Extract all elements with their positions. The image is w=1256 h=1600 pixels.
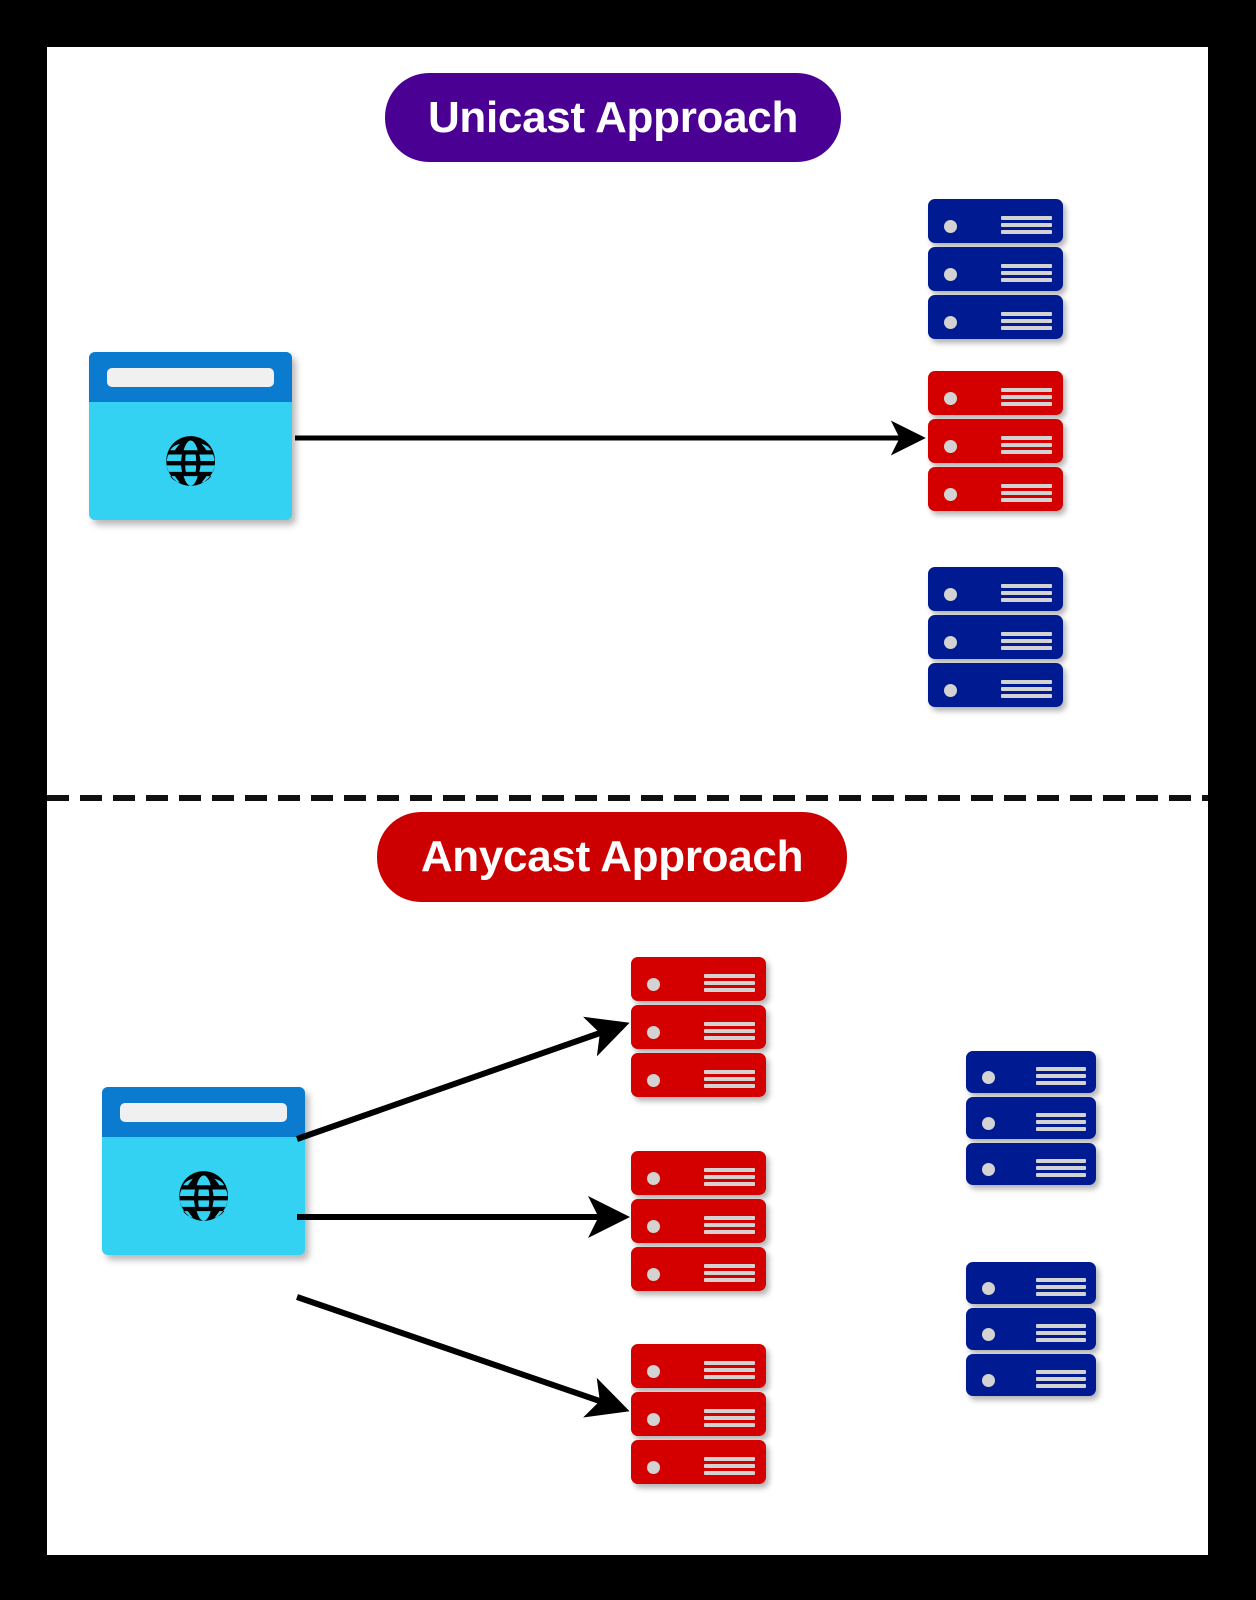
server-vent-icon <box>1000 388 1053 407</box>
section-divider <box>47 795 1208 801</box>
server-vent-icon <box>1036 1112 1086 1131</box>
server-status-led-icon <box>944 268 958 282</box>
server-status-led-icon <box>647 1461 661 1475</box>
server-status-led-icon <box>944 392 958 406</box>
server-unit <box>631 1344 766 1388</box>
server-status-led-icon <box>647 1413 661 1427</box>
server-status-led-icon <box>944 488 958 502</box>
server-unit <box>631 1151 766 1195</box>
server-rack-red-1 <box>631 957 766 1097</box>
server-vent-icon <box>703 1070 756 1089</box>
server-vent-icon <box>703 1022 756 1041</box>
globe-icon <box>166 436 215 487</box>
globe-icon <box>179 1171 228 1222</box>
arrow-anycast-to-red-rack-3 <box>296 1294 630 1418</box>
server-vent-icon <box>1000 216 1053 235</box>
unicast-approach-badge: Unicast Approach <box>385 73 841 162</box>
browser-titlebar <box>89 352 292 403</box>
server-unit <box>631 1392 766 1436</box>
server-vent-icon <box>703 1168 756 1187</box>
server-rack-navy-2 <box>966 1262 1096 1396</box>
server-vent-icon <box>1036 1158 1086 1177</box>
server-unit <box>928 247 1063 291</box>
server-vent-icon <box>1000 680 1053 699</box>
server-status-led-icon <box>647 1026 661 1040</box>
server-vent-icon <box>703 1457 756 1476</box>
server-vent-icon <box>703 1361 756 1380</box>
server-vent-icon <box>1000 584 1053 603</box>
server-unit <box>966 1308 1096 1350</box>
server-status-led-icon <box>981 1373 995 1387</box>
server-unit <box>928 615 1063 659</box>
server-status-led-icon <box>647 1220 661 1234</box>
server-vent-icon <box>1000 264 1053 283</box>
server-unit <box>631 1247 766 1291</box>
server-unit <box>631 957 766 1001</box>
server-rack-navy-bottom <box>928 567 1063 707</box>
server-vent-icon <box>1000 436 1053 455</box>
server-vent-icon <box>1000 632 1053 651</box>
server-vent-icon <box>703 1409 756 1428</box>
server-status-led-icon <box>647 978 661 992</box>
server-unit <box>966 1262 1096 1304</box>
server-status-led-icon <box>944 316 958 330</box>
server-status-led-icon <box>981 1327 995 1341</box>
server-status-led-icon <box>981 1116 995 1130</box>
diagram-canvas: Unicast Approach <box>47 47 1208 1555</box>
server-unit <box>928 419 1063 463</box>
server-rack-navy-top <box>928 199 1063 339</box>
server-rack-red-3 <box>631 1344 766 1484</box>
server-rack-navy-1 <box>966 1051 1096 1185</box>
browser-titlebar <box>102 1087 305 1138</box>
browser-window[interactable] <box>102 1087 305 1255</box>
server-unit <box>966 1143 1096 1185</box>
browser-url-bar[interactable] <box>120 1102 287 1122</box>
server-status-led-icon <box>981 1070 995 1084</box>
arrow-anycast-to-red-rack-1 <box>296 1016 630 1142</box>
server-vent-icon <box>1036 1277 1086 1296</box>
server-unit <box>631 1440 766 1484</box>
server-status-led-icon <box>944 636 958 650</box>
server-unit <box>966 1097 1096 1139</box>
server-status-led-icon <box>981 1281 995 1295</box>
server-status-led-icon <box>647 1365 661 1379</box>
server-unit <box>966 1354 1096 1396</box>
server-status-led-icon <box>647 1074 661 1088</box>
server-unit <box>928 295 1063 339</box>
browser-window[interactable] <box>89 352 292 520</box>
server-status-led-icon <box>944 440 958 454</box>
server-vent-icon <box>703 1264 756 1283</box>
server-unit <box>631 1005 766 1049</box>
browser-viewport <box>102 1137 305 1255</box>
server-unit <box>928 567 1063 611</box>
server-status-led-icon <box>944 684 958 698</box>
server-unit <box>631 1053 766 1097</box>
server-vent-icon <box>1036 1066 1086 1085</box>
browser-viewport <box>89 402 292 520</box>
server-status-led-icon <box>647 1172 661 1186</box>
anycast-approach-badge: Anycast Approach <box>377 812 847 902</box>
server-status-led-icon <box>944 588 958 602</box>
server-unit <box>928 199 1063 243</box>
server-vent-icon <box>703 1216 756 1235</box>
server-unit <box>966 1051 1096 1093</box>
server-vent-icon <box>1000 484 1053 503</box>
server-status-led-icon <box>981 1162 995 1176</box>
server-rack-red-1 <box>928 371 1063 511</box>
server-unit <box>631 1199 766 1243</box>
server-vent-icon <box>703 974 756 993</box>
browser-url-bar[interactable] <box>107 367 274 387</box>
server-unit <box>928 371 1063 415</box>
server-vent-icon <box>1036 1323 1086 1342</box>
server-status-led-icon <box>944 220 958 234</box>
server-vent-icon <box>1036 1369 1086 1388</box>
server-unit <box>928 663 1063 707</box>
server-unit <box>928 467 1063 511</box>
server-rack-red-2 <box>631 1151 766 1291</box>
server-status-led-icon <box>647 1268 661 1282</box>
server-vent-icon <box>1000 312 1053 331</box>
